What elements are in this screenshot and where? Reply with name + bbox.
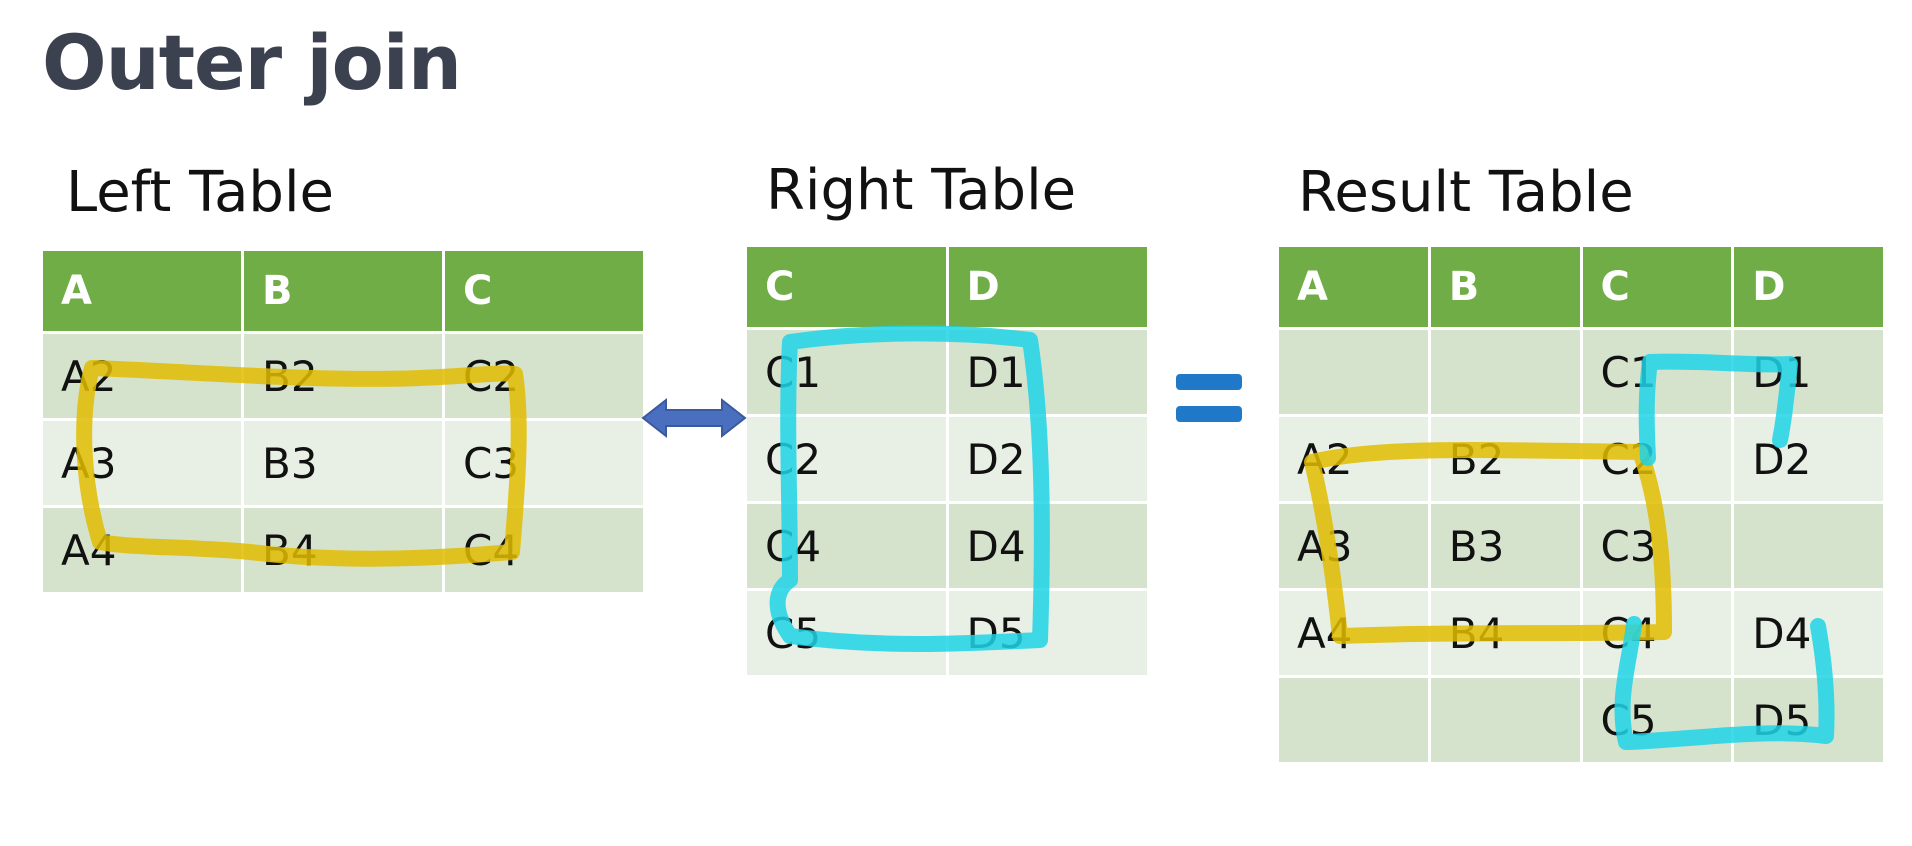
result-table-cell (1276, 675, 1431, 765)
result-table-cell: C5 (1579, 675, 1735, 765)
result-table-cell: B2 (1427, 414, 1583, 504)
result-table-cell: C2 (1579, 414, 1735, 504)
left-table-cell: C4 (442, 505, 646, 595)
left-table-cell: A4 (40, 505, 244, 595)
left-table: A B C A2 B2 C2 A3 B3 C3 A4 B4 C4 (40, 248, 646, 595)
result-table-header-cell: D (1731, 244, 1886, 330)
result-table-row: A4 B4 C4 D4 (1276, 588, 1886, 678)
result-table-cell: B4 (1427, 588, 1583, 678)
result-table-row: C1 D1 (1276, 327, 1886, 417)
left-table-row: A4 B4 C4 (40, 505, 646, 595)
result-table-cell (1427, 327, 1583, 417)
right-table-row: C5 D5 (744, 588, 1150, 678)
result-table-cell (1427, 675, 1583, 765)
result-table-cell: A2 (1276, 414, 1431, 504)
result-table-cell: C4 (1579, 588, 1735, 678)
result-table-cell: C3 (1579, 501, 1735, 591)
result-table-header-row: A B C D (1276, 244, 1886, 330)
right-table-cell: D5 (945, 588, 1150, 678)
result-table-row: A3 B3 C3 (1276, 501, 1886, 591)
result-table-cell: D1 (1731, 327, 1886, 417)
right-table-cell: D4 (945, 501, 1150, 591)
right-table-row: C4 D4 (744, 501, 1150, 591)
result-table-cell: C1 (1579, 327, 1735, 417)
right-table-cell: C2 (744, 414, 949, 504)
result-table-header-cell: B (1427, 244, 1583, 330)
result-table-cell: B3 (1427, 501, 1583, 591)
result-table-cell: D2 (1731, 414, 1886, 504)
right-table-cell: C5 (744, 588, 949, 678)
left-table-cell: A3 (40, 418, 244, 508)
right-table-cell: D2 (945, 414, 1150, 504)
right-table-header-row: C D (744, 244, 1150, 330)
left-table-header-cell: C (442, 248, 646, 334)
right-table-caption: Right Table (766, 158, 1077, 223)
left-table-cell: B3 (241, 418, 445, 508)
right-table-cell: D1 (945, 327, 1150, 417)
result-table-cell: D4 (1731, 588, 1886, 678)
left-table-cell: A2 (40, 331, 244, 421)
result-table-row: C5 D5 (1276, 675, 1886, 765)
result-table-header-cell: A (1276, 244, 1431, 330)
result-table-cell: A4 (1276, 588, 1431, 678)
left-table-header-row: A B C (40, 248, 646, 334)
right-table-header-cell: D (945, 244, 1150, 330)
left-table-header-cell: A (40, 248, 244, 334)
left-table-caption: Left Table (66, 160, 334, 225)
result-table-row: A2 B2 C2 D2 (1276, 414, 1886, 504)
left-table-cell: B2 (241, 331, 445, 421)
left-table-cell: B4 (241, 505, 445, 595)
left-table-header-cell: B (241, 248, 445, 334)
result-table: A B C D C1 D1 A2 B2 C2 D2 A3 B3 C3 A4 B4… (1276, 244, 1886, 765)
result-table-cell (1276, 327, 1431, 417)
result-table-caption: Result Table (1298, 160, 1634, 225)
left-table-row: A3 B3 C3 (40, 418, 646, 508)
right-table-header-cell: C (744, 244, 949, 330)
double-arrow-icon (641, 397, 747, 439)
left-table-row: A2 B2 C2 (40, 331, 646, 421)
right-table-cell: C4 (744, 501, 949, 591)
equals-sign-icon (1176, 374, 1242, 422)
right-table-cell: C1 (744, 327, 949, 417)
result-table-header-cell: C (1579, 244, 1735, 330)
right-table-row: C1 D1 (744, 327, 1150, 417)
left-table-cell: C3 (442, 418, 646, 508)
result-table-cell: D5 (1731, 675, 1886, 765)
left-table-cell: C2 (442, 331, 646, 421)
right-table-row: C2 D2 (744, 414, 1150, 504)
result-table-cell (1731, 501, 1886, 591)
page-title: Outer join (42, 18, 462, 107)
result-table-cell: A3 (1276, 501, 1431, 591)
right-table: C D C1 D1 C2 D2 C4 D4 C5 D5 (744, 244, 1150, 678)
